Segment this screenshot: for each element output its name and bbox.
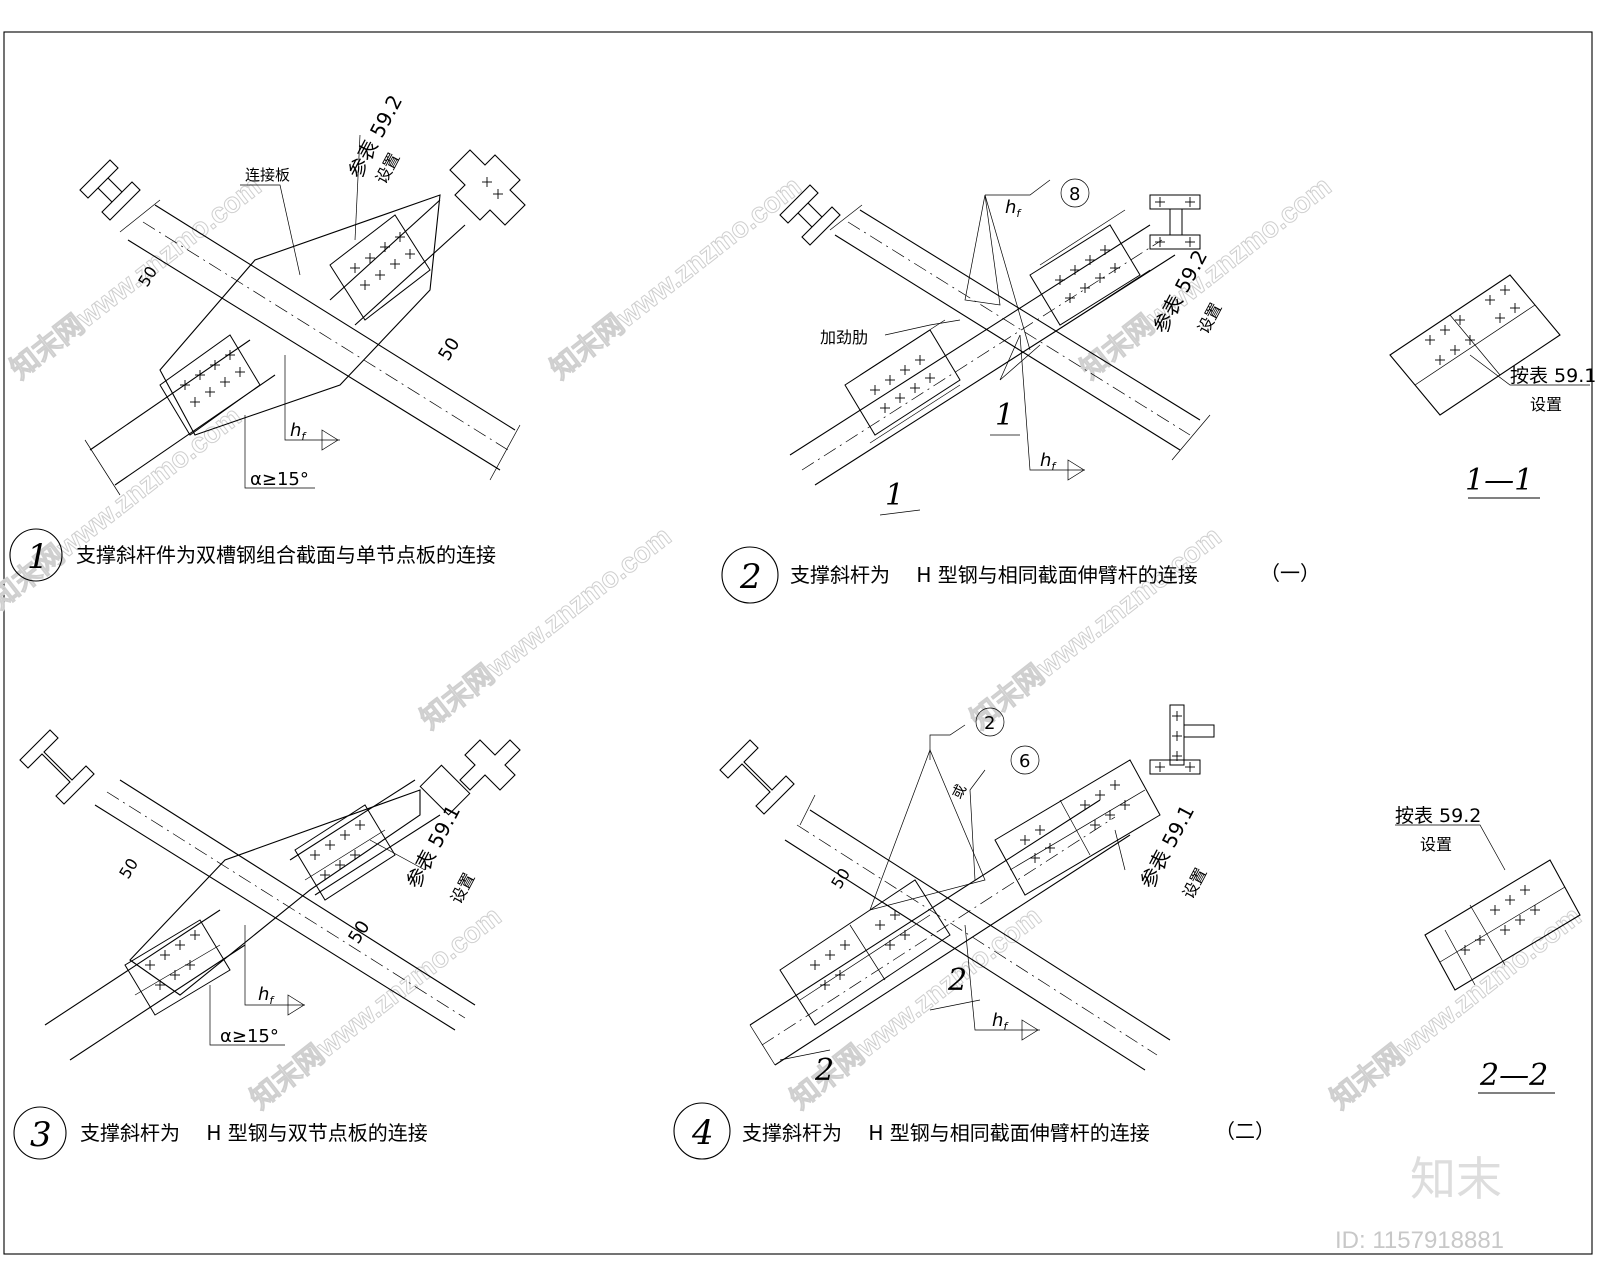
cut-label: 2 (814, 1053, 834, 1088)
watermark-text: 知末网www.znzmo.com (964, 520, 1227, 735)
gusset-plate (129, 789, 421, 996)
brand-id: ID: 1157918881 (1335, 1227, 1504, 1254)
dimension-50: 50 (827, 865, 854, 892)
section-note-set: 设置 (1530, 395, 1562, 414)
column-section-icon (79, 159, 141, 221)
weld-number-circle (1060, 178, 1090, 208)
weld-label: hf (1005, 197, 1022, 220)
brace-member-cross (84, 199, 466, 496)
section-title: 2—2 (1479, 1058, 1548, 1093)
watermark-text: 知末网www.znzmo.com (1074, 170, 1337, 385)
section-note-set: 设置 (1420, 835, 1452, 854)
detail-number: 3 (30, 1115, 52, 1155)
label-table-ref-set: 设置 (447, 870, 479, 907)
dimension-50: 50 (115, 855, 142, 882)
brace-member-cross (44, 779, 441, 1061)
detail-number-circle (673, 1102, 731, 1160)
detail-number-circle (13, 1106, 67, 1160)
detail-number: 2 (739, 557, 762, 597)
detail-number-circle (721, 546, 779, 604)
brace-member-cross (749, 799, 1131, 1066)
weld-number: 8 (1069, 184, 1080, 205)
weld-number: 6 (1019, 751, 1030, 772)
detail-title-suffix: （一） (1260, 561, 1320, 585)
dimension-50: 50 (344, 917, 374, 948)
weld-label: hf (258, 984, 275, 1007)
detail-number-circle (9, 528, 63, 582)
section-2-2: 按表 59.2 设置 2—2 (1395, 805, 1581, 1094)
bolt-group (1029, 209, 1151, 336)
section-1-1: 按表 59.1 设置 1—1 (1389, 274, 1596, 499)
watermark-text: 知末网www.znzmo.com (0, 400, 247, 615)
column-section-icon (449, 149, 526, 226)
gusset-plate (159, 194, 441, 436)
detail-1: 连接板 参表 59.2 设置 50 50 hf α≥15° 1 支撑斜杆件为双槽… (9, 91, 526, 582)
detail-title: 支撑斜杆为 H 型钢与双节点板的连接 (80, 1121, 428, 1145)
detail-4: 2 6 或 50 参表 59.1 设置 2 2 hf 4 支撑斜杆为 H 型钢与… (673, 704, 1275, 1160)
watermark-text: 知末网www.znzmo.com (544, 170, 807, 385)
weld-symbol (284, 355, 340, 451)
beam-section-icon (1149, 194, 1201, 250)
angle-label: α≥15° (250, 469, 309, 490)
weld-mark: 或 (949, 782, 970, 802)
section-title: 1—1 (1465, 463, 1533, 498)
section-note: 按表 59.2 (1395, 805, 1481, 827)
cut-label: 1 (885, 478, 904, 513)
label-table-ref-set: 设置 (1179, 865, 1211, 902)
detail-title: 支撑斜杆为 H 型钢与相同截面伸臂杆的连接 (790, 563, 1198, 587)
column-section-icon (19, 729, 95, 805)
weld-label: hf (1040, 450, 1057, 473)
watermark-text: 知末网www.znzmo.com (244, 900, 507, 1115)
bolt-group (994, 759, 1161, 896)
watermark-group: 知末网www.znzmo.com 知末网www.znzmo.com 知末网www… (0, 169, 1587, 1115)
brace-member-main (119, 199, 521, 481)
label-connection-plate: 连接板 (245, 166, 290, 184)
brand-logo: 知末 (1410, 1153, 1502, 1205)
brace-member-main (829, 204, 1211, 461)
beam-section-icon (1149, 704, 1215, 775)
detail-number: 1 (27, 537, 49, 577)
weld-label: hf (290, 420, 307, 443)
detail-number: 4 (691, 1113, 714, 1153)
column-section-icon (419, 739, 521, 816)
detail-title: 支撑斜杆件为双槽钢组合截面与单节点板的连接 (76, 543, 496, 567)
weld-number-circle (975, 707, 1005, 737)
weld-label: hf (992, 1010, 1009, 1033)
bolt-group (124, 919, 231, 1016)
brace-member-main (784, 794, 1171, 1071)
label-table-ref: 参表 59.1 (401, 801, 465, 893)
detail-title: 支撑斜杆为 H 型钢与相同截面伸臂杆的连接 (742, 1121, 1150, 1145)
angle-label: α≥15° (220, 1026, 279, 1047)
weld-number-circle (1010, 745, 1040, 775)
detail-title-suffix: （二） (1215, 1119, 1275, 1143)
bolt-group (844, 319, 961, 444)
cut-label: 1 (995, 398, 1014, 433)
weld-number: 2 (984, 713, 995, 734)
column-section-icon (719, 739, 795, 815)
column-section-icon (779, 184, 841, 246)
brace-member-main (94, 779, 476, 1031)
bolt-group (159, 334, 261, 436)
cut-label: 2 (947, 963, 967, 998)
bolt-group (329, 214, 431, 321)
section-note: 按表 59.1 (1510, 365, 1596, 387)
dimension-50: 50 (434, 334, 464, 365)
sheet-border (3, 31, 1593, 1255)
label-stiffener: 加劲肋 (820, 328, 868, 347)
label-table-ref-set: 设置 (1194, 300, 1226, 337)
bolt-group (294, 804, 396, 901)
